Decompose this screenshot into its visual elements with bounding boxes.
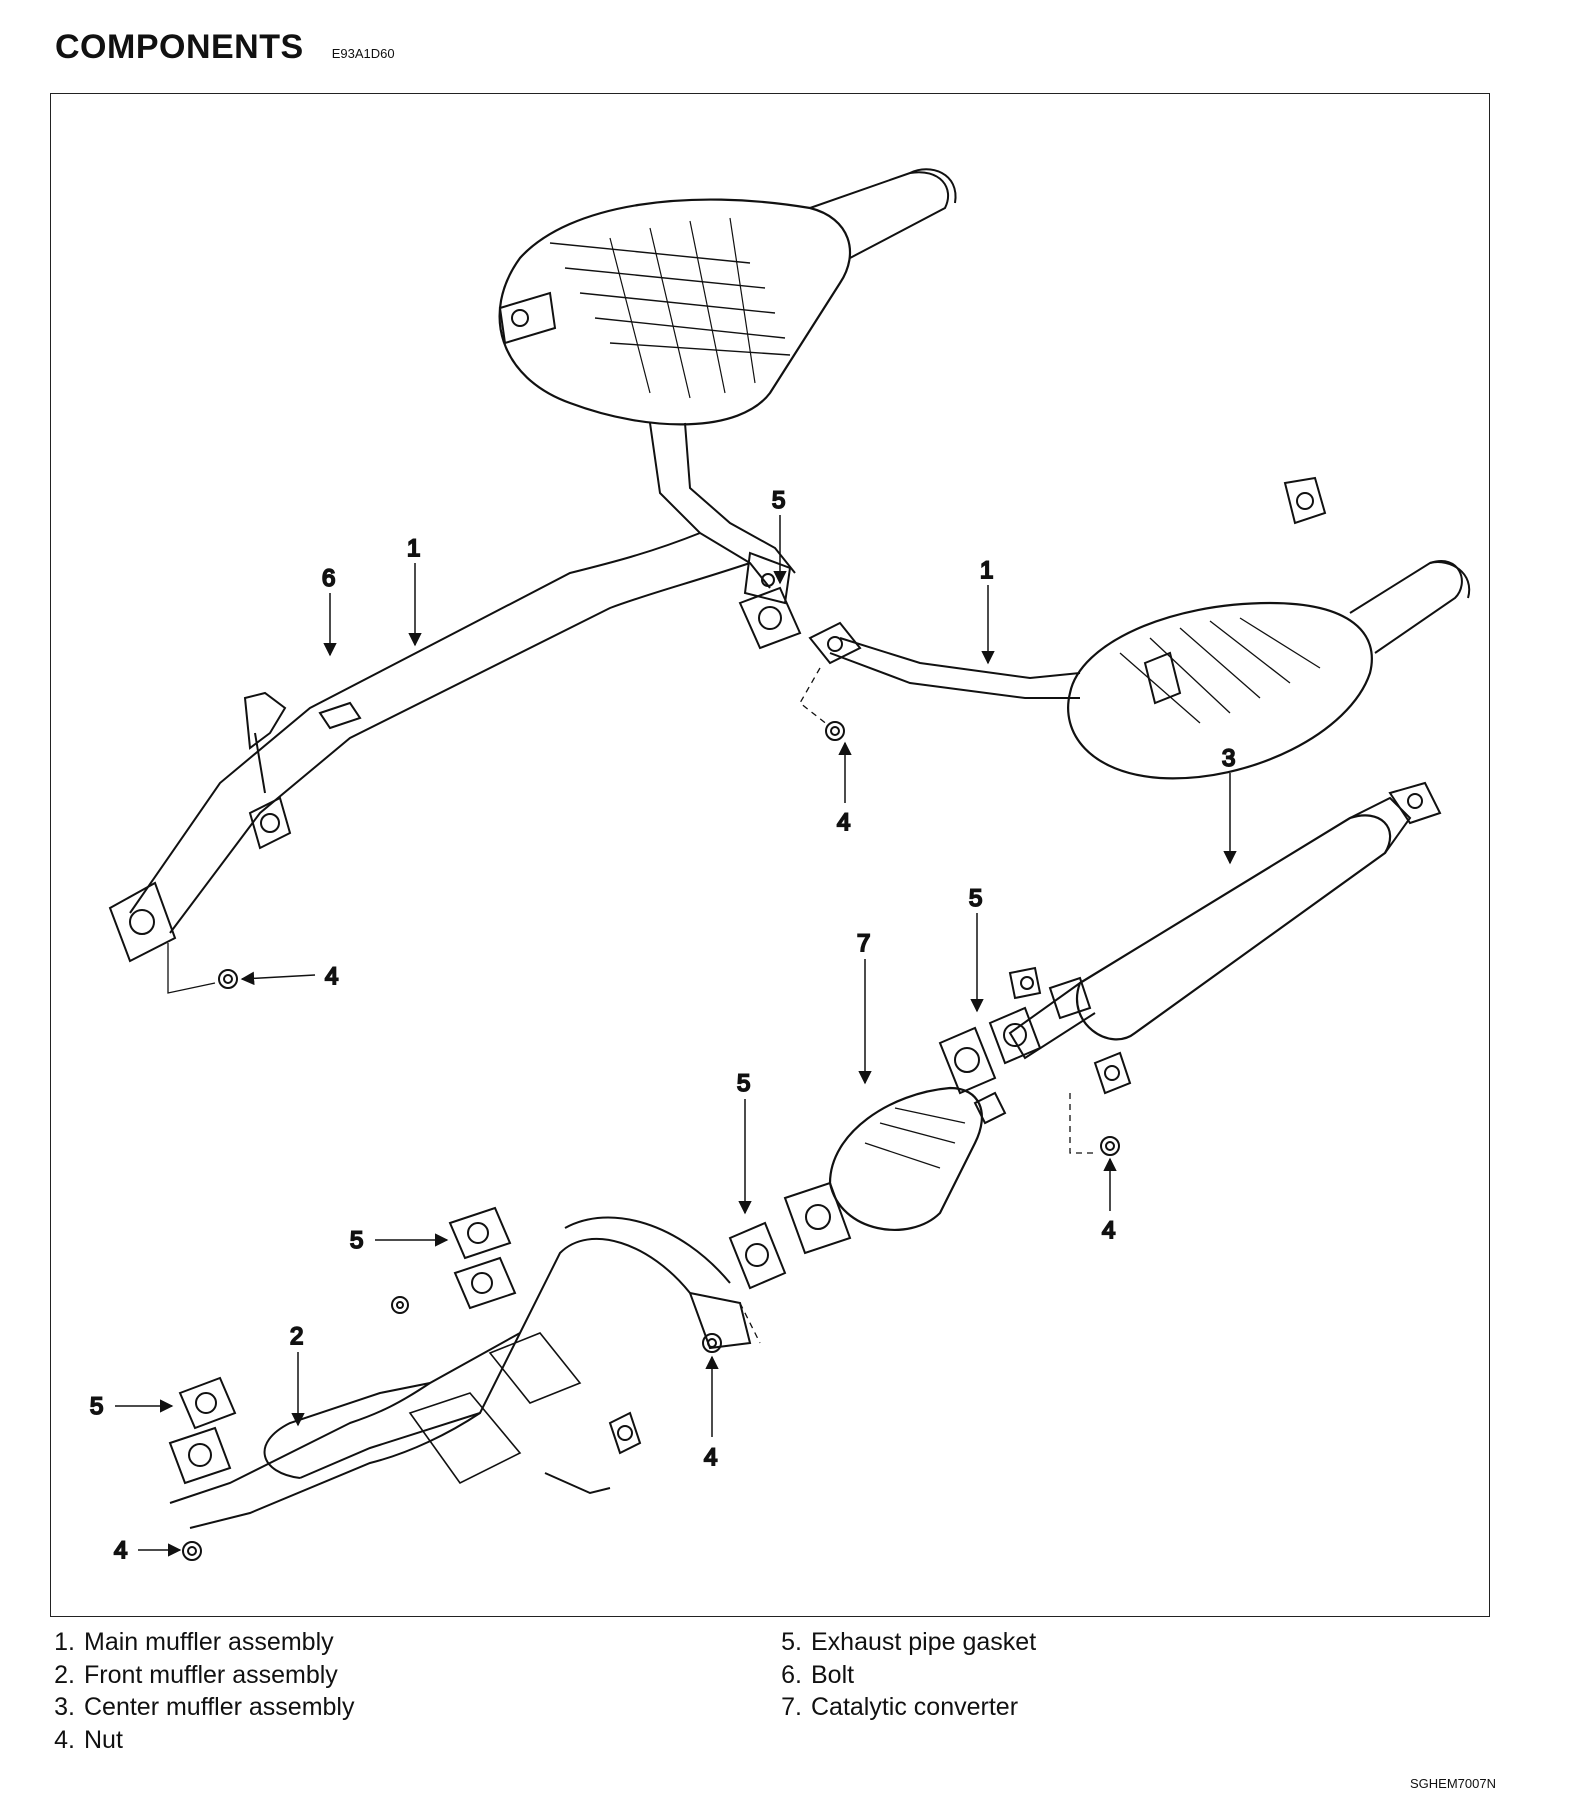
page-header: COMPONENTS E93A1D60 (55, 28, 395, 67)
nut-left (167, 943, 238, 994)
left-hangers (243, 691, 362, 850)
legend-right: 5. Exhaust pipe gasket 6. Bolt 7. Catalytic… (764, 1626, 1036, 1724)
legend-item: 4. Nut (37, 1724, 354, 1757)
nut-front-low (182, 1541, 202, 1561)
callout-gasket-center: 5 (969, 885, 982, 912)
gasket-front-left (178, 1376, 237, 1430)
legend-label: Bolt (811, 1660, 855, 1689)
document-code: E93A1D60 (331, 46, 395, 61)
legend-number: 3. (54, 1693, 75, 1721)
legend-number: 1. (54, 1628, 75, 1656)
page-title: COMPONENTS (55, 28, 304, 66)
legend-item: 1. Main muffler assembly (37, 1626, 354, 1659)
legend-number: 7. (781, 1693, 802, 1721)
callout-bolt: 6 (322, 565, 335, 592)
diagram-frame (50, 93, 1490, 1617)
legend-item: 6. Bolt (764, 1659, 1036, 1692)
main-muffler-left-pipe (108, 422, 796, 963)
front-muffler-assembly (169, 1216, 752, 1529)
legend-item: 5. Exhaust pipe gasket (764, 1626, 1036, 1659)
gasket-cat (728, 1221, 787, 1290)
catalytic-converter (783, 1086, 1007, 1255)
legend-label: Catalytic converter (811, 1693, 1019, 1721)
main-muffler-right-body (1067, 476, 1471, 780)
callout-nut-front-mid: 4 (704, 1444, 717, 1471)
callout-center-muffler: 3 (1222, 745, 1235, 772)
gasket-front-low (168, 1426, 232, 1485)
legend-number: 5. (781, 1628, 802, 1656)
figure-code: SGHEM7007N (1410, 1776, 1496, 1791)
callout-catalytic-converter: 7 (857, 930, 870, 957)
nut-center (1069, 1093, 1120, 1156)
legend-number: 2. (54, 1660, 75, 1689)
legend-label: Main muffler assembly (84, 1628, 334, 1656)
callout-nut-top: 4 (837, 809, 850, 836)
main-muffler-right-pipe (808, 621, 1081, 699)
callout-gasket-top: 5 (772, 487, 785, 514)
callout-gasket-cat: 5 (737, 1070, 750, 1097)
callout-gasket-front-left: 5 (90, 1393, 103, 1420)
legend-item: 2. Front muffler assembly (37, 1659, 354, 1692)
gasket-front-top (448, 1206, 512, 1260)
callout-nut-front-low: 4 (114, 1537, 127, 1564)
nut-front-mid (702, 1302, 761, 1353)
callout-front-muffler: 2 (290, 1323, 303, 1350)
legend-item: 7. Catalytic converter (764, 1691, 1036, 1724)
callout-gasket-front-top: 5 (350, 1227, 363, 1254)
legend-label: Center muffler assembly (84, 1693, 355, 1721)
callout-nut-center: 4 (1102, 1217, 1115, 1244)
callout-main-muffler-left: 1 (407, 535, 420, 562)
main-muffler-left-body (498, 168, 957, 426)
legend-label: Nut (84, 1725, 123, 1754)
callout-main-muffler-right: 1 (980, 557, 993, 584)
legend-number: 4. (54, 1725, 75, 1754)
legend-label: Front muffler assembly (84, 1660, 338, 1689)
callout-nut-left: 4 (325, 963, 338, 990)
legend-item: 3. Center muffler assembly (37, 1691, 354, 1724)
gasket-top (738, 586, 802, 650)
gasket-center (938, 1026, 997, 1095)
exhaust-system-diagram: 1 1 6 5 4 3 4 5 7 5 4 5 2 5 4 4 (89, 168, 1471, 1565)
legend-number: 6. (781, 1660, 802, 1689)
nut-front-top (391, 1296, 409, 1314)
bolt-icon (318, 701, 362, 730)
nut-top (799, 667, 845, 741)
legend-label: Exhaust pipe gasket (811, 1628, 1037, 1656)
legend-left: 1. Main muffler assembly 2. Front muffler … (37, 1626, 354, 1756)
center-muffler (988, 781, 1442, 1095)
callout-leaders (115, 515, 1237, 1557)
